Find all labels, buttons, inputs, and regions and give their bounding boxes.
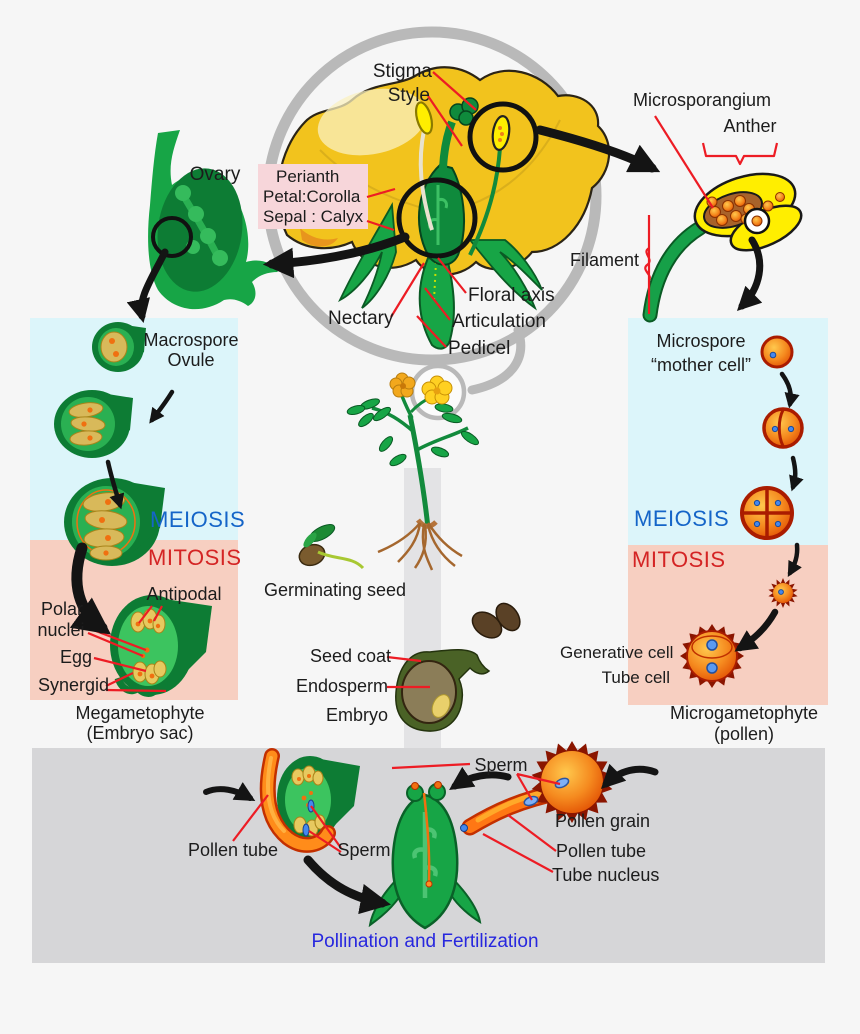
seed-coat-label: Seed coat bbox=[310, 646, 392, 666]
pollen-grain-illustration bbox=[460, 741, 613, 836]
polar-nuclei-label-line1: Polar bbox=[40, 599, 84, 619]
generative-cell-label: Generative cell bbox=[560, 643, 674, 662]
microspore-label-line1: Microspore bbox=[656, 331, 746, 351]
anther-zoom-ring bbox=[467, 101, 539, 173]
ovule-stage-1 bbox=[92, 322, 146, 372]
germinating-seed-label: Germinating seed bbox=[263, 580, 407, 600]
pistil-zoom-ring bbox=[396, 177, 478, 259]
plant-flowers bbox=[389, 372, 453, 405]
embryo-label: Embryo bbox=[325, 705, 388, 725]
megametophyte-label: Megametophyte bbox=[75, 703, 205, 723]
microspore-tetrad bbox=[740, 486, 794, 540]
plant-roots bbox=[377, 518, 463, 571]
endosperm-label: Endosperm bbox=[296, 676, 389, 696]
tube-nucleus-label: Tube nucleus bbox=[552, 865, 660, 885]
sperm-left-label: Sperm bbox=[337, 840, 391, 860]
ovule-stage-2 bbox=[54, 390, 133, 458]
floral-axis-label: Floral axis bbox=[468, 285, 555, 306]
articulation-label: Articulation bbox=[452, 311, 546, 332]
ovary-label: Ovary bbox=[189, 164, 241, 185]
pollination-fertilization-caption: Pollination and Fertilization bbox=[311, 931, 539, 952]
sperm-right-label: Sperm bbox=[474, 755, 528, 775]
flow-arrows bbox=[69, 125, 804, 915]
germinating-seed-illustration bbox=[298, 524, 365, 570]
polar-nuclei-label-line2: nuclei bbox=[37, 620, 85, 640]
ovule-zoom-ring bbox=[151, 216, 193, 258]
pollen-label: (pollen) bbox=[713, 724, 775, 744]
pollinated-pistil-illustration bbox=[368, 781, 482, 930]
filament-label: Filament bbox=[570, 250, 640, 270]
perianth-label-box bbox=[258, 164, 368, 229]
nectary-label: Nectary bbox=[328, 308, 394, 329]
egg-label: Egg bbox=[59, 647, 93, 667]
tube-cell-label: Tube cell bbox=[601, 668, 670, 687]
embryo-sac-label: (Embryo sac) bbox=[86, 723, 194, 743]
microspore-two-cell bbox=[762, 407, 804, 449]
pedicel-label: Pedicel bbox=[448, 338, 511, 359]
seeds-illustration bbox=[471, 602, 521, 639]
microspore-label-line2: “mother cell” bbox=[650, 355, 752, 375]
ovule-label: Ovule bbox=[167, 350, 215, 370]
male-mitosis-label: MITOSIS bbox=[632, 547, 726, 572]
macrospore-label: Macrospore bbox=[143, 330, 239, 350]
anther-label: Anther bbox=[723, 116, 777, 136]
sepal-calyx-label: Sepal : Calyx bbox=[263, 207, 364, 226]
plant-illustration bbox=[346, 372, 480, 571]
pollen-tube-left-label: Pollen tube bbox=[188, 840, 279, 860]
style-label: Style bbox=[387, 85, 430, 106]
female-meiosis-label: MEIOSIS bbox=[150, 507, 246, 532]
seed-section-illustration bbox=[395, 649, 491, 732]
microgametophyte-label: Microgametophyte bbox=[669, 703, 819, 723]
stamen-anther-left bbox=[414, 101, 434, 135]
anther-illustration bbox=[642, 172, 803, 323]
microgametophyte-pollen bbox=[680, 624, 744, 688]
antipodal-label: Antipodal bbox=[146, 584, 222, 604]
synergid-label: Synergid bbox=[38, 675, 110, 695]
perianth-label: Perianth bbox=[276, 167, 340, 186]
stigma-label: Stigma bbox=[372, 61, 432, 82]
pollen-tube-right-label: Pollen tube bbox=[556, 841, 647, 861]
ovary-illustration bbox=[148, 130, 278, 310]
young-pollen-grain bbox=[768, 578, 798, 608]
microsporangium-label: Microsporangium bbox=[632, 90, 772, 110]
female-mitosis-label: MITOSIS bbox=[148, 545, 242, 570]
ovule-stage-3 bbox=[64, 478, 165, 566]
pollen-grain-label: Pollen grain bbox=[554, 811, 651, 831]
petal-corolla-label: Petal:Corolla bbox=[263, 187, 361, 206]
male-meiosis-label: MEIOSIS bbox=[634, 506, 730, 531]
fertilized-ovule-illustration bbox=[259, 748, 360, 853]
microspore-mother-cell bbox=[760, 335, 794, 369]
sepals bbox=[338, 202, 397, 309]
